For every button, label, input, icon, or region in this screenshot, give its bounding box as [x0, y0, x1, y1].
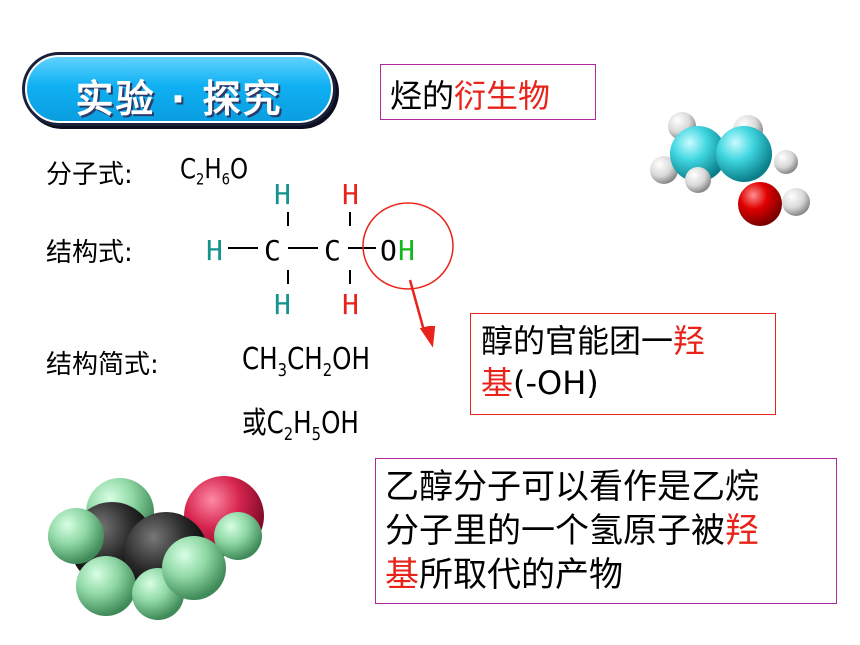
hydroxyl-text: 醇的官能团一羟 基(-OH) — [481, 320, 771, 404]
arrow-head-icon — [419, 326, 436, 348]
mf-c-sub: 2 — [196, 169, 205, 189]
ethanol-line-2: 分子里的一个氢原子被羟 — [385, 509, 825, 553]
atom-h-c2-bottom: H — [342, 288, 359, 321]
cf2-c: OH — [321, 406, 359, 441]
space-filling-model — [48, 476, 264, 620]
mf-h: H — [204, 152, 222, 185]
hydrogen-sphere — [162, 536, 226, 600]
hydroxyl-circle — [362, 202, 454, 290]
hydrogen-ball — [650, 156, 678, 184]
hydrogen-ball — [782, 188, 810, 216]
cf1-a: CH — [242, 342, 278, 377]
hydroxyl-box: 醇的官能团一羟 基(-OH) — [470, 313, 776, 415]
carbon-ball — [670, 126, 726, 182]
mf-h-sub: 6 — [221, 169, 231, 189]
cf2-b: H — [293, 406, 312, 441]
cf1-c: OH — [332, 342, 371, 377]
derivative-box: 烃的衍生物 — [380, 64, 596, 120]
condensed-formula-label: 结构简式: — [46, 350, 159, 380]
derivative-highlight: 衍生物 — [454, 77, 551, 115]
hydroxyl-line-2-red: 基 — [481, 364, 514, 402]
title-banner-face: 实验 · 探究 — [25, 55, 333, 123]
atom-h-c2-top: H — [342, 178, 359, 211]
hydrogen-ball — [685, 167, 711, 193]
molecular-formula: C2H6O — [180, 152, 263, 189]
ethanol-line-3-red: 基 — [385, 555, 419, 595]
derivative-text: 烃的衍生物 — [390, 71, 550, 117]
mf-c: C — [180, 152, 197, 185]
title-banner: 实验 · 探究 — [22, 52, 336, 126]
ethanol-description-box: 乙醇分子可以看作是乙烷 分子里的一个氢原子被羟 基所取代的产物 — [375, 458, 837, 604]
ethanol-line-3-text: 所取代的产物 — [419, 555, 623, 595]
banner-title: 实验 · 探究 — [75, 77, 283, 121]
oxygen-ball — [738, 182, 782, 226]
ethanol-line-2-red: 羟 — [725, 511, 759, 551]
ethanol-line-2-text: 分子里的一个氢原子被 — [385, 511, 725, 551]
condensed-formula-2: 或C2H5OH — [242, 398, 385, 445]
hydrogen-sphere — [214, 512, 262, 560]
atom-o: O — [380, 234, 397, 267]
cf1-b: CH — [287, 342, 323, 377]
atom-h-left: H — [206, 234, 223, 267]
cf2-prefix: 或 — [242, 406, 267, 441]
hydrogen-sphere — [76, 556, 136, 616]
hydroxyl-line-1: 醇的官能团一羟 — [481, 320, 771, 362]
derivative-prefix: 烃的 — [390, 77, 455, 115]
structural-formula: H C C O H H H H H — [206, 178, 454, 330]
ethanol-line-3: 基所取代的产物 — [385, 553, 825, 597]
hydroxyl-line-1-text: 醇的官能团一 — [481, 322, 674, 360]
atom-h-c1-bottom: H — [274, 288, 291, 321]
carbon-ball — [716, 126, 772, 182]
atom-h-c1-top: H — [274, 178, 291, 211]
ethanol-description: 乙醇分子可以看作是乙烷 分子里的一个氢原子被羟 基所取代的产物 — [385, 465, 825, 597]
condensed-formula-1: CH3CH2OH — [242, 342, 398, 381]
cf2-a-sub: 2 — [283, 424, 294, 445]
ethanol-line-1: 乙醇分子可以看作是乙烷 — [385, 467, 759, 507]
hydroxyl-line-2: 基(-OH) — [481, 362, 771, 404]
molecular-formula-label: 分子式: — [46, 160, 133, 190]
cf2-a: C — [266, 406, 284, 441]
hydrogen-ball — [774, 150, 798, 174]
structural-formula-label: 结构式: — [46, 238, 133, 268]
cf2-b-sub: 5 — [311, 424, 322, 445]
hydroxyl-line-1-red: 羟 — [673, 322, 706, 360]
mf-o: O — [230, 152, 249, 185]
atom-c1: C — [264, 234, 281, 267]
atom-h-hydroxyl: H — [398, 234, 415, 267]
hydroxyl-line-2-text: (-OH) — [513, 364, 599, 402]
cf1-a-sub: 3 — [277, 360, 288, 381]
cf1-b-sub: 2 — [322, 360, 333, 381]
hydrogen-sphere — [48, 508, 104, 564]
atom-c2: C — [324, 234, 341, 267]
ball-and-stick-model — [650, 112, 810, 226]
